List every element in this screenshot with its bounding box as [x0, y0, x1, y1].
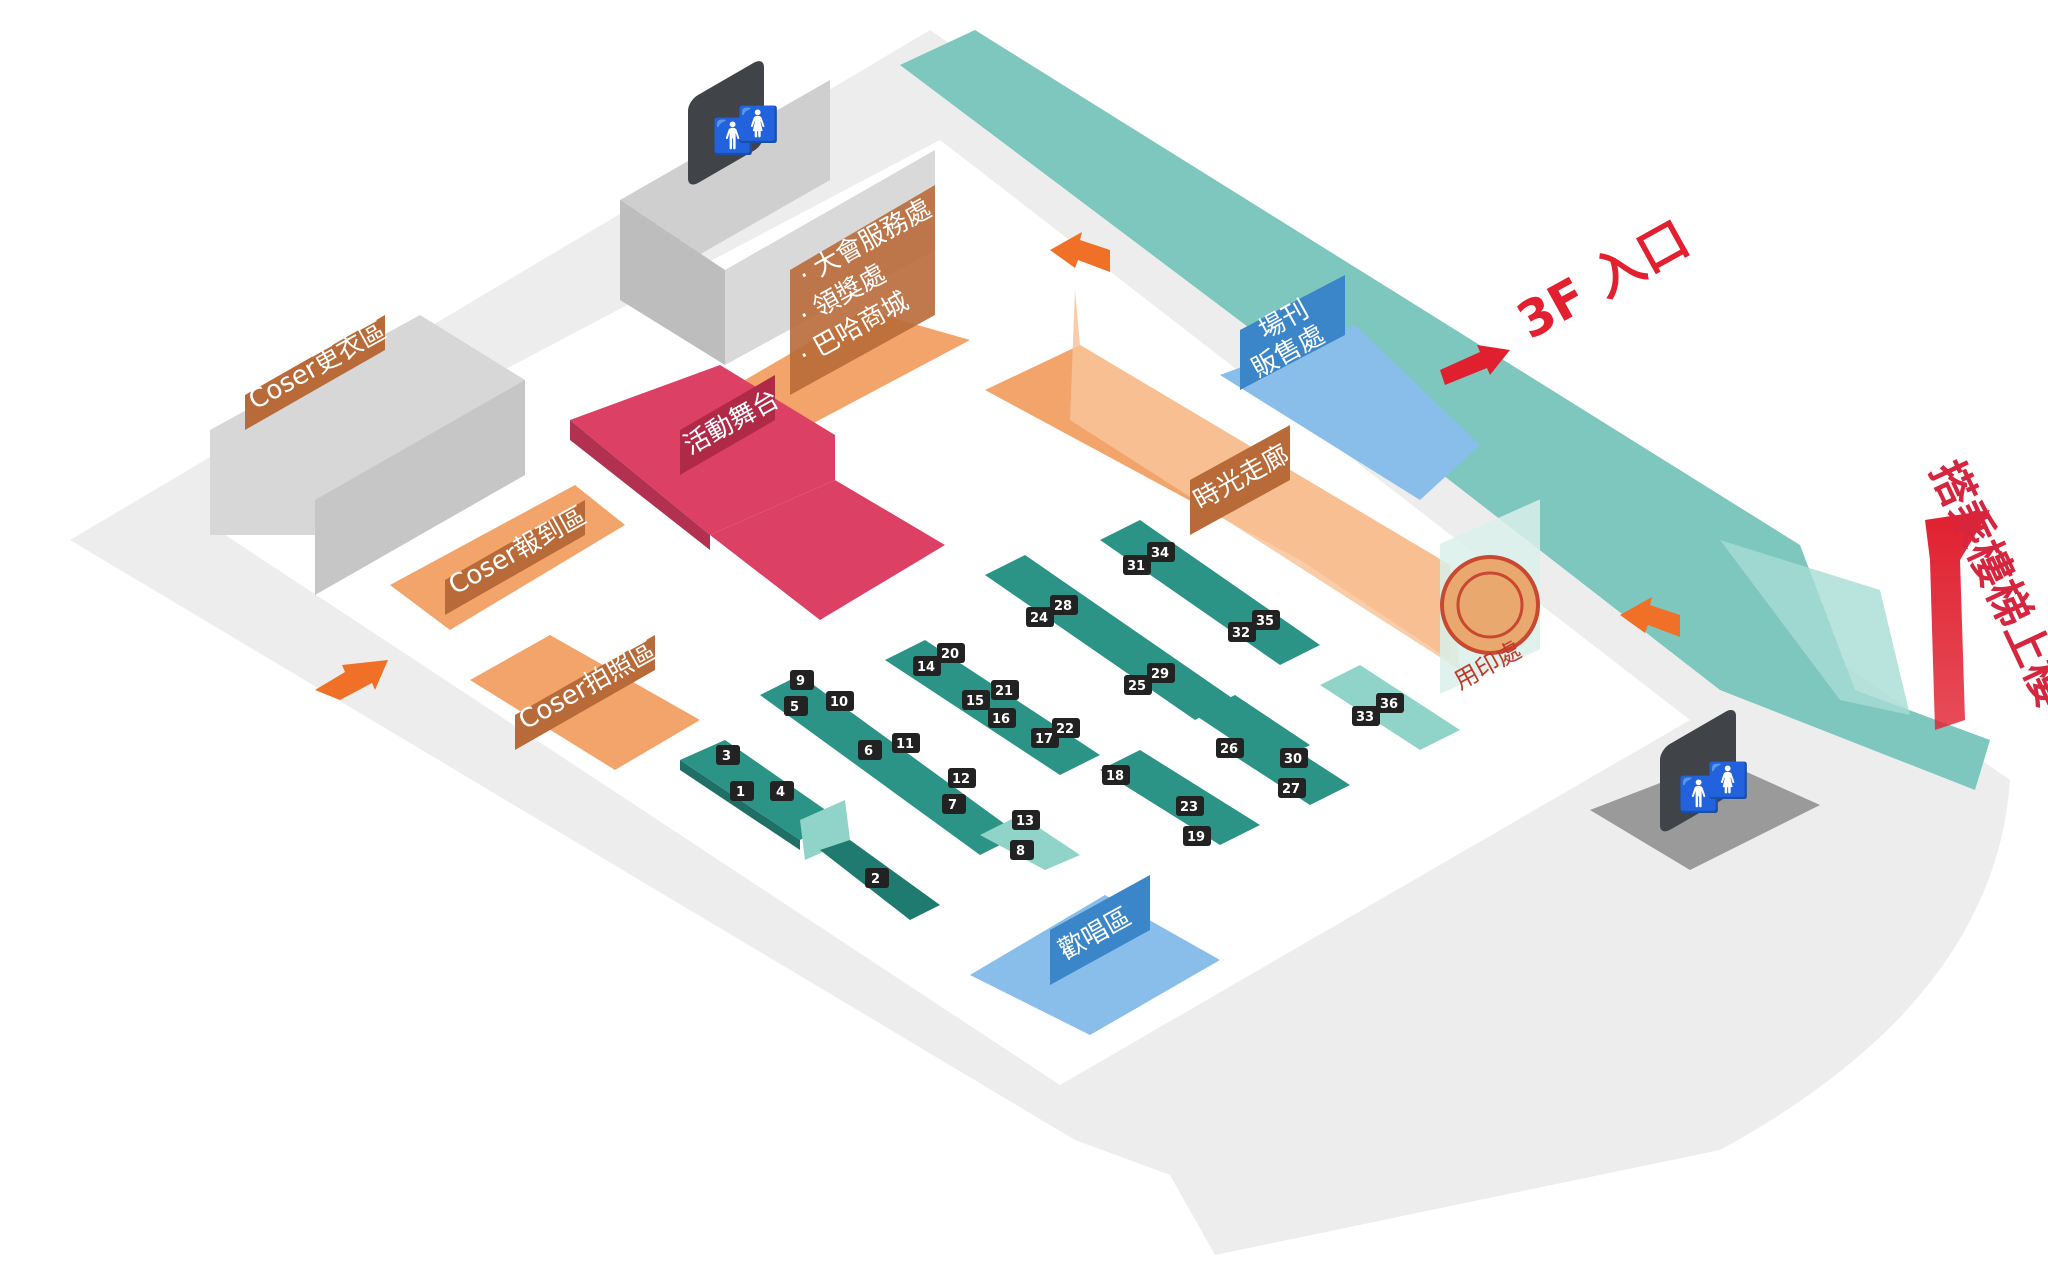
booth-13: 13 — [1012, 810, 1040, 830]
booth-14: 14 — [913, 656, 941, 676]
booth-19: 19 — [1183, 826, 1211, 846]
svg-text:19: 19 — [1187, 830, 1205, 845]
booth-2: 2 — [865, 868, 889, 888]
svg-text:9: 9 — [796, 674, 805, 689]
svg-text:36: 36 — [1380, 697, 1398, 712]
restroom-sign-top: 🚹 🚺 — [688, 61, 779, 185]
svg-text:29: 29 — [1151, 667, 1169, 682]
restroom-icon: 🚺 — [737, 105, 779, 145]
booth-4: 4 — [770, 781, 794, 801]
svg-text:22: 22 — [1056, 722, 1074, 737]
floor-slab — [70, 30, 2010, 1255]
teal-wall — [900, 30, 1990, 790]
booth-32: 32 — [1228, 622, 1256, 642]
svg-text:33: 33 — [1356, 710, 1374, 725]
booth-10: 10 — [826, 691, 854, 711]
svg-text:20: 20 — [941, 647, 959, 662]
service-zone — [745, 310, 970, 425]
booth-11: 11 — [892, 733, 920, 753]
svg-text:11: 11 — [896, 737, 914, 752]
arrow-right-icon — [1440, 345, 1510, 385]
svg-text:7: 7 — [948, 798, 957, 813]
svg-text:28: 28 — [1054, 599, 1072, 614]
svg-text:5: 5 — [790, 700, 799, 715]
svg-text:10: 10 — [830, 695, 848, 710]
svg-text:26: 26 — [1220, 742, 1238, 757]
program-sales-zone — [1220, 325, 1480, 500]
booth-20: 20 — [937, 643, 965, 663]
stamp-area — [1440, 499, 1540, 694]
booth-27: 27 — [1278, 778, 1306, 798]
svg-text:3: 3 — [722, 749, 731, 764]
svg-text:1: 1 — [736, 785, 745, 800]
booth-7: 7 — [942, 794, 966, 814]
restroom-icon: 🚺 — [1707, 761, 1749, 801]
booth-15: 15 — [962, 690, 990, 710]
arrow-up-icon — [315, 660, 388, 700]
svg-text:32: 32 — [1232, 626, 1250, 641]
singing-zone — [970, 895, 1220, 1035]
booth-12: 12 — [948, 768, 976, 788]
sign-service: · 大會服務處 · 領獎處 · 巴哈商城 — [790, 185, 937, 395]
svg-text:15: 15 — [966, 694, 984, 709]
svg-text:25: 25 — [1128, 679, 1146, 694]
arrow-left-icon — [1620, 597, 1680, 637]
svg-text:4: 4 — [776, 785, 785, 800]
stairs: 搭乘樓梯上樓 — [1920, 453, 2048, 730]
entrance-label: 3F 入口 — [1508, 209, 1699, 350]
restroom-sign-right: 🚹 🚺 — [1590, 709, 1820, 870]
booth-23: 23 — [1176, 796, 1204, 816]
booth-33: 33 — [1352, 706, 1380, 726]
booth-36: 36 — [1376, 693, 1404, 713]
booth-26: 26 — [1216, 738, 1244, 758]
booth-18: 18 — [1102, 765, 1130, 785]
booth-1: 1 — [730, 781, 754, 801]
svg-text:16: 16 — [992, 712, 1010, 727]
svg-text:14: 14 — [917, 660, 935, 675]
booth-9: 9 — [790, 670, 814, 690]
svg-text:24: 24 — [1030, 611, 1048, 626]
booth-25: 25 — [1124, 675, 1152, 695]
svg-text:17: 17 — [1035, 732, 1053, 747]
restroom-icon: 🚹 — [1678, 775, 1720, 815]
svg-text:13: 13 — [1016, 814, 1034, 829]
booth-16: 16 — [988, 708, 1016, 728]
booth-21: 21 — [991, 680, 1019, 700]
booth-labels: 1 2 3 4 5 6 7 8 9 10 11 12 13 14 15 16 1… — [716, 542, 1404, 888]
booth-3: 3 — [716, 745, 740, 765]
blue-zones — [970, 325, 1480, 1035]
arrow-left-icon — [1050, 232, 1110, 272]
restroom-icon: 🚹 — [712, 117, 754, 157]
svg-text:30: 30 — [1284, 752, 1302, 767]
svg-text:8: 8 — [1016, 844, 1025, 859]
booth-5: 5 — [784, 696, 808, 716]
svg-text:6: 6 — [864, 744, 873, 759]
booth-6: 6 — [858, 740, 882, 760]
booth-29: 29 — [1147, 663, 1175, 683]
svg-text:2: 2 — [871, 872, 880, 887]
booth-35: 35 — [1252, 610, 1280, 630]
booth-8: 8 — [1010, 840, 1034, 860]
booth-28: 28 — [1050, 595, 1078, 615]
booth-30: 30 — [1280, 748, 1308, 768]
svg-text:18: 18 — [1106, 769, 1124, 784]
svg-text:27: 27 — [1282, 782, 1300, 797]
booth-24: 24 — [1026, 607, 1054, 627]
svg-text:21: 21 — [995, 684, 1013, 699]
svg-text:23: 23 — [1180, 800, 1198, 815]
svg-text:31: 31 — [1127, 559, 1145, 574]
svg-text:34: 34 — [1151, 546, 1169, 561]
booth-22: 22 — [1052, 718, 1080, 738]
booth-31: 31 — [1123, 555, 1151, 575]
svg-text:35: 35 — [1256, 614, 1274, 629]
svg-text:12: 12 — [952, 772, 970, 787]
booth-34: 34 — [1147, 542, 1175, 562]
